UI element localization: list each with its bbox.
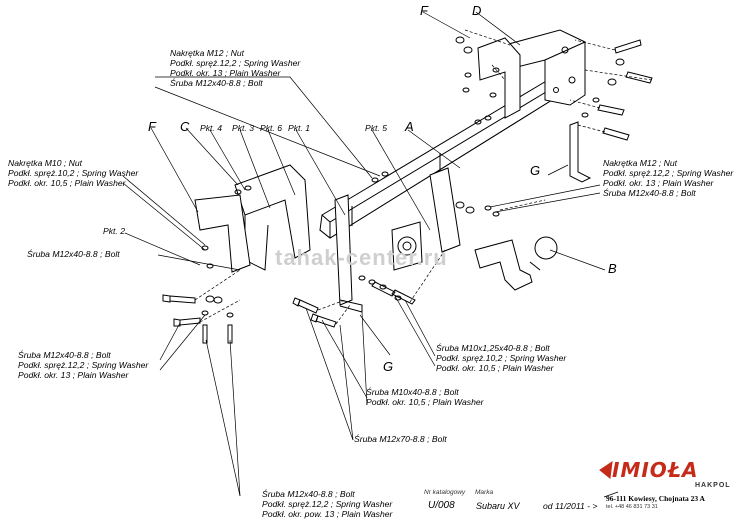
hakpol-text: HAKPOL [695, 482, 731, 489]
catalog-value: U/008 [428, 500, 455, 511]
bracket-f-top [477, 37, 521, 119]
center-plate [334, 167, 461, 313]
point-6: Pkt. 6 [260, 123, 282, 133]
label-g-center: G [383, 359, 394, 374]
assembly-lines [194, 29, 653, 325]
label-right-nut: Nakrętka M12 ; Nut Podkł. spręż.12,2 ; S… [603, 158, 734, 198]
label-lower-left: Śruba M12x40-8.8 ; Bolt Podkł. spręż.12,… [18, 350, 149, 380]
label-c: C [180, 119, 190, 134]
leader-lines [122, 11, 619, 498]
catalog-header: Nr katalogowy [424, 489, 466, 496]
label-f-top: F [420, 3, 428, 18]
label-g-right: G [530, 163, 541, 178]
date-range: od 11/2011 - > [543, 501, 598, 511]
point-2: Pkt. 2 [103, 226, 125, 236]
point-5: Pkt. 5 [365, 123, 387, 133]
label-a: A [405, 119, 414, 134]
socket-plate [391, 221, 423, 271]
company-address: 96-111 Kowiesy, Chojnata 23 A [606, 494, 705, 503]
label-m10-125: Śruba M10x1,25x40-8.8 ; Bolt Podkł. sprę… [436, 343, 567, 373]
label-left-bolt: Śruba M12x40-8.8 ; Bolt [27, 249, 120, 259]
crossbar-a [319, 79, 557, 239]
brand-value: Subaru XV [476, 501, 520, 511]
watermark: tahak-center.ru [275, 245, 448, 270]
imiola-logo: IMIOŁA [612, 458, 699, 482]
label-m12x70: Śruba M12x70-8.8 ; Bolt [354, 434, 447, 444]
label-bottom: Śruba M12x40-8.8 ; Bolt Podkł. spręż.12,… [262, 489, 393, 519]
label-f-left: F [148, 119, 156, 134]
label-d: D [472, 3, 482, 18]
label-m10-40: Śruba M10x40-8.8 ; Bolt Podkł. okr. 10,5… [366, 387, 484, 407]
label-b: B [608, 261, 617, 276]
label-left-nut: Nakrętka M10 ; Nut Podkł. spręż.10,2 ; S… [8, 158, 139, 188]
company-phone: tel. +48 46 831 73 31 [606, 504, 658, 510]
label-top-nut: Nakrętka M12 ; Nut Podkł. spręż.12,2 ; S… [170, 48, 301, 88]
tow-ball-b [474, 236, 558, 291]
brand-header: Marka [475, 489, 494, 496]
imiola-logo-mark [599, 460, 613, 479]
bracket-f-left [194, 194, 251, 273]
point-3: Pkt. 3 [232, 123, 254, 133]
bracket-g-right [569, 121, 592, 183]
point-4: Pkt. 4 [200, 123, 222, 133]
point-1: Pkt. 1 [288, 123, 310, 133]
